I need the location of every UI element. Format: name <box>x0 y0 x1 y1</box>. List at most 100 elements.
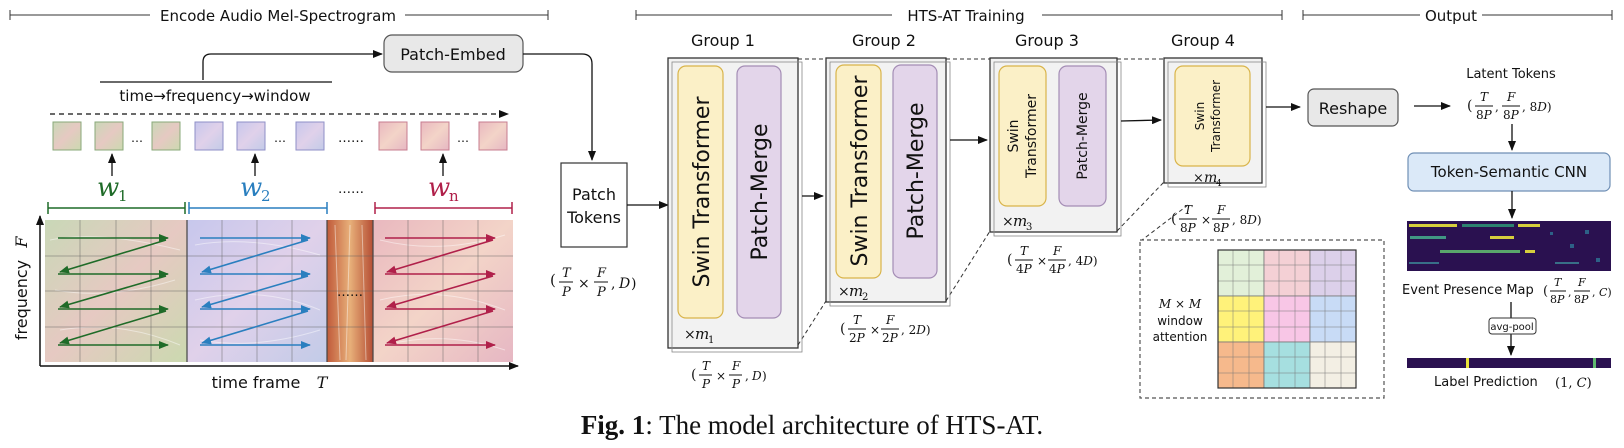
svg-text:(: ( <box>691 367 696 383</box>
svg-text:n: n <box>449 187 459 205</box>
group-title: Group 4 <box>1171 31 1235 50</box>
token-semantic-cnn-box: Token-Semantic CNN <box>1407 152 1611 192</box>
svg-text:, 4D): , 4D) <box>1068 254 1098 268</box>
patch-merge-block <box>736 65 782 319</box>
svg-text:m: m <box>1204 170 1217 186</box>
swin-transformer-block <box>677 65 724 319</box>
arrow-embed-to-tokens <box>523 53 596 161</box>
latent-tokens-label: Latent Tokens <box>1466 67 1556 82</box>
svg-text:P: P <box>561 285 571 300</box>
patch-merge-block <box>1058 65 1107 207</box>
svg-text:F: F <box>1506 90 1516 104</box>
svg-text:×: × <box>684 327 696 343</box>
svg-text:, C): , C) <box>1592 286 1612 299</box>
svg-text:×: × <box>1037 254 1047 268</box>
group-shape: ( T 4P × F 4P , 4D) <box>1007 244 1098 276</box>
patch-embed-label: Patch-Embed <box>400 45 506 64</box>
svg-text:×: × <box>870 323 880 337</box>
bracket-wn <box>374 202 513 214</box>
group-shape: ( T 2P × F 2P , 2D) <box>840 313 931 345</box>
window-dots: …… <box>338 182 364 197</box>
svg-text:, 8D): , 8D) <box>1522 100 1552 114</box>
order-label: time→frequency→window <box>119 87 310 105</box>
swin-label: Transformer <box>1024 94 1040 179</box>
section-title-output: Output <box>1425 7 1477 25</box>
svg-text:P: P <box>731 377 741 391</box>
svg-text:T: T <box>1184 203 1193 217</box>
svg-text:4: 4 <box>1216 179 1222 189</box>
section-header-encode: Encode Audio Mel-Spectrogram <box>9 4 549 26</box>
figure-caption: Fig. 1: The model architecture of HTS-AT… <box>0 410 1624 441</box>
svg-text:×: × <box>838 284 850 300</box>
label-prediction-label: Label Prediction <box>1434 375 1538 390</box>
patch-ellipsis: … <box>131 131 143 145</box>
svg-text:(: ( <box>1171 211 1176 227</box>
svg-text:2P: 2P <box>882 331 899 345</box>
window-label-w1: w 1 <box>97 173 128 205</box>
svg-text:m: m <box>1013 212 1027 230</box>
svg-text:T: T <box>853 313 862 327</box>
svg-text:2: 2 <box>261 187 271 205</box>
group-title: Group 2 <box>852 31 916 50</box>
group-4: Group 4 Swin Transformer × m 4 ( T 8P × … <box>1163 31 1267 235</box>
svg-text:8P: 8P <box>1476 108 1493 122</box>
merge-label: Patch-Merge <box>748 123 773 260</box>
group-title: Group 3 <box>1015 31 1079 50</box>
group-title: Group 1 <box>691 31 755 50</box>
reshape-label: Reshape <box>1319 99 1388 118</box>
svg-text:w: w <box>428 173 450 203</box>
patch-token <box>52 121 82 151</box>
merge-label: Patch-Merge <box>904 102 929 239</box>
svg-text:D: D <box>618 276 630 292</box>
svg-text:F: F <box>731 359 741 373</box>
svg-text:×: × <box>1201 213 1211 227</box>
patch-token <box>236 121 266 151</box>
svg-text:T: T <box>1554 276 1563 289</box>
patch-token <box>478 121 508 151</box>
freq-axis-label: frequency F <box>12 236 31 341</box>
patch-token <box>151 121 181 151</box>
section-header-output: Output <box>1302 4 1613 26</box>
svg-text:m: m <box>695 325 709 343</box>
event-map-label: Event Presence Map <box>1402 283 1534 298</box>
arrow-g3-g4 <box>1120 116 1162 125</box>
swin-label: Swin <box>1193 102 1207 130</box>
svg-text:,: , <box>611 276 615 292</box>
svg-text:w: w <box>240 173 262 203</box>
svg-text:attention: attention <box>1153 330 1208 344</box>
svg-text:,: , <box>1495 100 1499 114</box>
svg-text:×: × <box>578 276 590 292</box>
svg-text:×: × <box>1193 171 1204 186</box>
swin-label: Swin Transformer <box>690 96 715 288</box>
avgpool-box: avg-pool <box>1488 317 1537 335</box>
svg-text:2P: 2P <box>849 331 866 345</box>
svg-text:w: w <box>97 173 119 203</box>
svg-text:Tokens: Tokens <box>566 208 621 227</box>
label-shape: (1, C) <box>1555 376 1592 391</box>
svg-text:(: ( <box>1007 252 1012 268</box>
svg-text:8P: 8P <box>1180 221 1197 235</box>
group-1: Group 1 Swin Transformer Patch-Merge × m… <box>667 31 803 391</box>
svg-text:1: 1 <box>118 187 128 205</box>
svg-text:4P: 4P <box>1016 262 1033 276</box>
patch-ellipsis: … <box>457 131 469 145</box>
label-prediction-bar <box>1407 358 1611 368</box>
svg-text:P: P <box>596 285 606 300</box>
window-attention-panel: M × M window attention <box>1139 204 1385 399</box>
svg-text:T: T <box>317 373 329 392</box>
patch-tokens-shape: ( T P × F P , D ) <box>550 266 636 300</box>
swin-transformer-block <box>835 64 882 279</box>
swin-transformer-block <box>1174 65 1251 167</box>
patch-token <box>295 121 325 151</box>
avgpool-label: avg-pool <box>1490 322 1533 333</box>
section-title-training: HTS-AT Training <box>907 7 1024 25</box>
group-shape: ( T 8P × F 8P , 8D) <box>1171 203 1262 235</box>
caption-text: : The model architecture of HTS-AT. <box>645 410 1044 440</box>
svg-text:F: F <box>12 236 31 249</box>
patch-merge-block <box>892 64 938 279</box>
swin-transformer-block <box>998 65 1047 207</box>
patch-token <box>194 121 224 151</box>
svg-text:(: ( <box>1543 284 1548 299</box>
svg-text:frequency: frequency <box>12 260 31 340</box>
